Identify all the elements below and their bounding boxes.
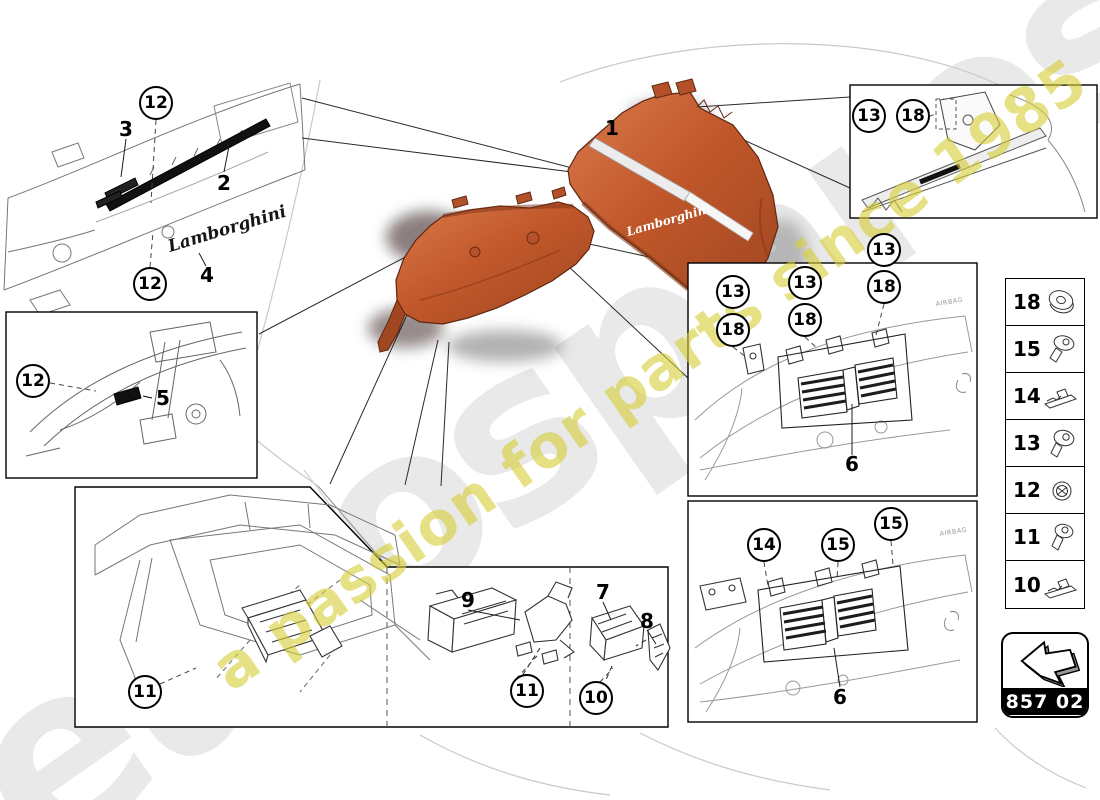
item-label-9: 9	[461, 588, 475, 612]
detail-box-ecu-brackets	[74, 486, 671, 728]
callout-12[interactable]: 12	[139, 86, 173, 120]
trim-strip-part	[105, 118, 271, 212]
legend-row-13[interactable]: 13	[1006, 420, 1084, 467]
item-label-6: 6	[833, 685, 847, 709]
control-unit-left	[241, 589, 343, 664]
callout-11[interactable]: 11	[128, 675, 162, 709]
legend-number: 14	[1013, 384, 1041, 408]
legend-row-11[interactable]: 11	[1006, 514, 1084, 561]
callout-11[interactable]: 11	[510, 674, 544, 708]
legend-number: 18	[1013, 290, 1041, 314]
callout-13[interactable]: 13	[788, 266, 822, 300]
arrow-area	[1003, 634, 1087, 688]
callout-18[interactable]: 18	[896, 99, 930, 133]
brand-script-drawing: Lamborghini	[165, 202, 289, 257]
callout-12[interactable]: 12	[133, 267, 167, 301]
legend-row-18[interactable]: 18	[1006, 279, 1084, 326]
legend-row-10[interactable]: 10	[1006, 561, 1084, 608]
bracket-9	[515, 581, 575, 677]
retainer-clip-icon	[1043, 388, 1078, 409]
item-label-8: 8	[640, 609, 654, 633]
callout-18[interactable]: 18	[788, 303, 822, 337]
callout-18[interactable]: 18	[716, 313, 750, 347]
screw-washer-icon	[1050, 429, 1075, 458]
legend-number: 13	[1013, 431, 1041, 455]
item-label-2: 2	[217, 171, 231, 195]
legend-row-12[interactable]: 12	[1006, 467, 1084, 514]
section-code-box[interactable]: 857 02	[1001, 632, 1089, 718]
bracket-8	[635, 623, 671, 671]
legend-number: 15	[1013, 337, 1041, 361]
item-label-4: 4	[200, 263, 214, 287]
item-label-1: 1	[605, 116, 619, 140]
screw-washer-icon	[1049, 335, 1075, 363]
item-label-3: 3	[119, 117, 133, 141]
callout-leader-lines	[49, 119, 894, 688]
callout-15[interactable]: 15	[821, 528, 855, 562]
control-unit-middle	[427, 587, 518, 653]
washer-grommet-icon	[1048, 290, 1074, 314]
detail-box-bracket	[5, 311, 258, 479]
legend-number: 12	[1013, 478, 1041, 502]
top-left-assembly-drawing	[3, 82, 306, 316]
pan-screw-icon	[1051, 523, 1074, 551]
legend-number: 11	[1013, 525, 1041, 549]
legend-row-14[interactable]: 14	[1006, 373, 1084, 420]
callout-13[interactable]: 13	[716, 275, 750, 309]
callout-15[interactable]: 15	[874, 507, 908, 541]
legend-number: 10	[1013, 572, 1041, 597]
detail-box-trim-end	[849, 84, 1098, 219]
legend-row-15[interactable]: 15	[1006, 326, 1084, 373]
item-label-6: 6	[845, 452, 859, 476]
item-label-7: 7	[596, 580, 610, 604]
fastener-legend: 18 15 14 13	[1005, 278, 1085, 609]
callout-12[interactable]: 12	[16, 364, 50, 398]
retainer-clip-icon	[1043, 577, 1078, 599]
push-nut-icon	[1052, 481, 1072, 501]
callout-13[interactable]: 13	[852, 99, 886, 133]
instrument-panel-part: Lamborghini	[368, 78, 808, 362]
back-arrow-icon	[1020, 640, 1081, 687]
callout-14[interactable]: 14	[747, 528, 781, 562]
callout-10[interactable]: 10	[579, 681, 613, 715]
item-label-5: 5	[156, 386, 170, 410]
control-unit-7	[589, 605, 645, 683]
callout-13[interactable]: 13	[867, 233, 901, 267]
bracket-clip-part	[113, 386, 142, 406]
callout-18[interactable]: 18	[867, 270, 901, 304]
part-code: 857 02	[1003, 688, 1087, 715]
